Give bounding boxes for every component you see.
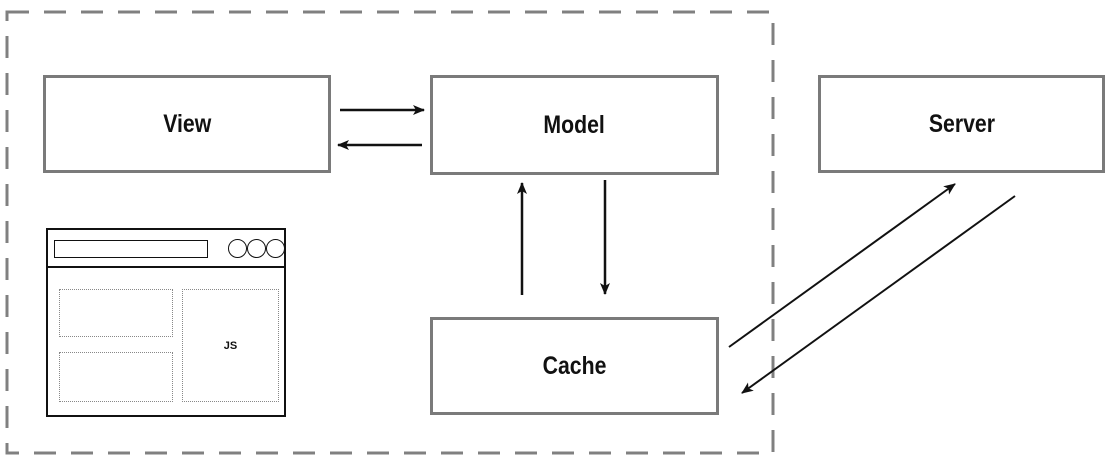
arrow-server-to-cache [741, 195, 1016, 394]
model-label: Model [543, 110, 606, 139]
window-button-icon [247, 239, 266, 258]
view-node: View [43, 75, 331, 173]
browser-window-icon: JS [46, 228, 286, 417]
arrow-cache-to-server [728, 183, 956, 348]
cache-node: Cache [430, 317, 719, 415]
window-button-icon [266, 239, 285, 258]
view-label: View [162, 109, 212, 138]
server-node: Server [818, 75, 1105, 173]
cache-label: Cache [542, 351, 607, 380]
address-bar [54, 240, 208, 258]
browser-pane-js: JS [182, 289, 279, 402]
browser-pane [59, 289, 173, 337]
browser-title-bar [48, 230, 285, 268]
browser-pane [59, 352, 173, 402]
client-boundary [5, 10, 775, 455]
server-label: Server [928, 109, 995, 138]
model-node: Model [430, 75, 719, 175]
window-button-icon [228, 239, 247, 258]
js-label: JS [223, 339, 238, 352]
